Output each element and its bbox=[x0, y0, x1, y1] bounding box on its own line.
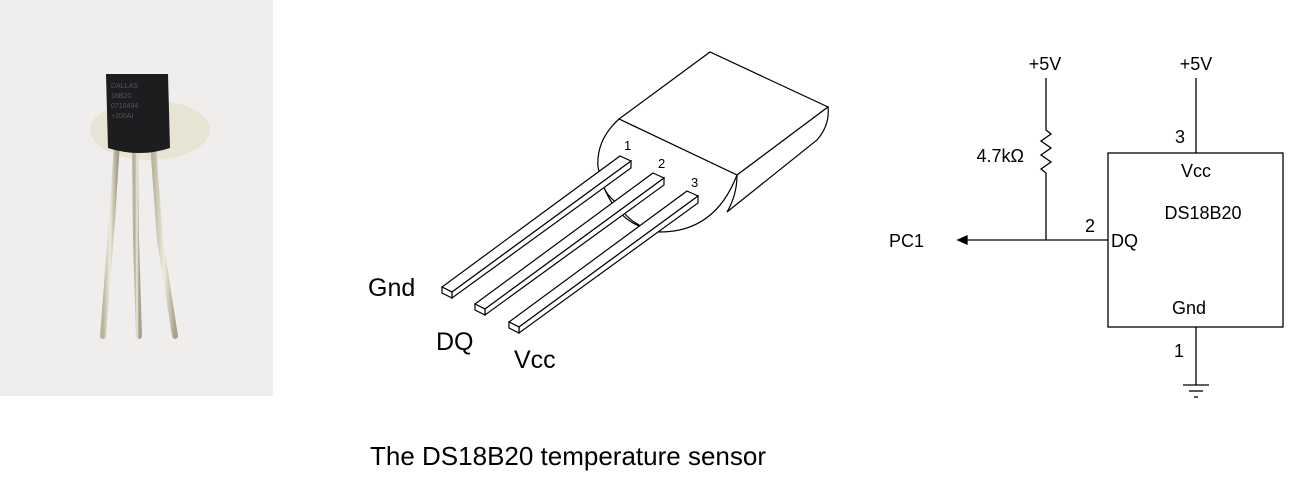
sensor-photo: DALLAS 18B20 0710494 +200AI bbox=[0, 0, 273, 396]
pin-dq-number: 2 bbox=[1085, 216, 1095, 236]
ground-icon bbox=[1183, 384, 1209, 398]
package-body-side bbox=[726, 105, 829, 213]
pin-number-1: 1 bbox=[624, 138, 631, 153]
chip-pin-dq: DQ bbox=[1111, 231, 1138, 251]
pin-label-vcc: Vcc bbox=[514, 346, 556, 374]
photo-leads bbox=[100, 140, 178, 339]
signal-label: PC1 bbox=[889, 231, 924, 251]
chip-pin-gnd: Gnd bbox=[1172, 298, 1206, 318]
resistor-label: 4.7kΩ bbox=[977, 146, 1024, 166]
pin-gnd-number: 1 bbox=[1174, 341, 1184, 361]
resistor bbox=[1039, 78, 1053, 240]
pin-number-2: 2 bbox=[658, 156, 665, 171]
caption: The DS18B20 temperature sensor bbox=[370, 441, 766, 471]
schematic bbox=[956, 78, 1284, 398]
chip-name: DS18B20 bbox=[1164, 203, 1241, 223]
photo-marking: DALLAS bbox=[111, 83, 138, 90]
photo-marking: 18B20 bbox=[111, 93, 131, 100]
pin-1 bbox=[440, 155, 633, 300]
package-drawing bbox=[440, 51, 830, 335]
pin-label-dq: DQ bbox=[436, 328, 474, 356]
chip-pin-vcc: Vcc bbox=[1181, 161, 1211, 181]
photo-body bbox=[106, 74, 170, 153]
pin-2 bbox=[473, 172, 666, 317]
photo-marking: 0710494 bbox=[111, 103, 138, 110]
pin-vcc-number: 3 bbox=[1175, 127, 1185, 147]
photo-marking: +200AI bbox=[111, 113, 133, 120]
pin-number-3: 3 bbox=[691, 175, 698, 190]
supply-left-label: +5V bbox=[1029, 54, 1062, 74]
arrow-icon bbox=[956, 234, 968, 246]
supply-right-label: +5V bbox=[1180, 54, 1213, 74]
pin-label-gnd: Gnd bbox=[368, 274, 415, 302]
pin-3 bbox=[507, 190, 700, 335]
